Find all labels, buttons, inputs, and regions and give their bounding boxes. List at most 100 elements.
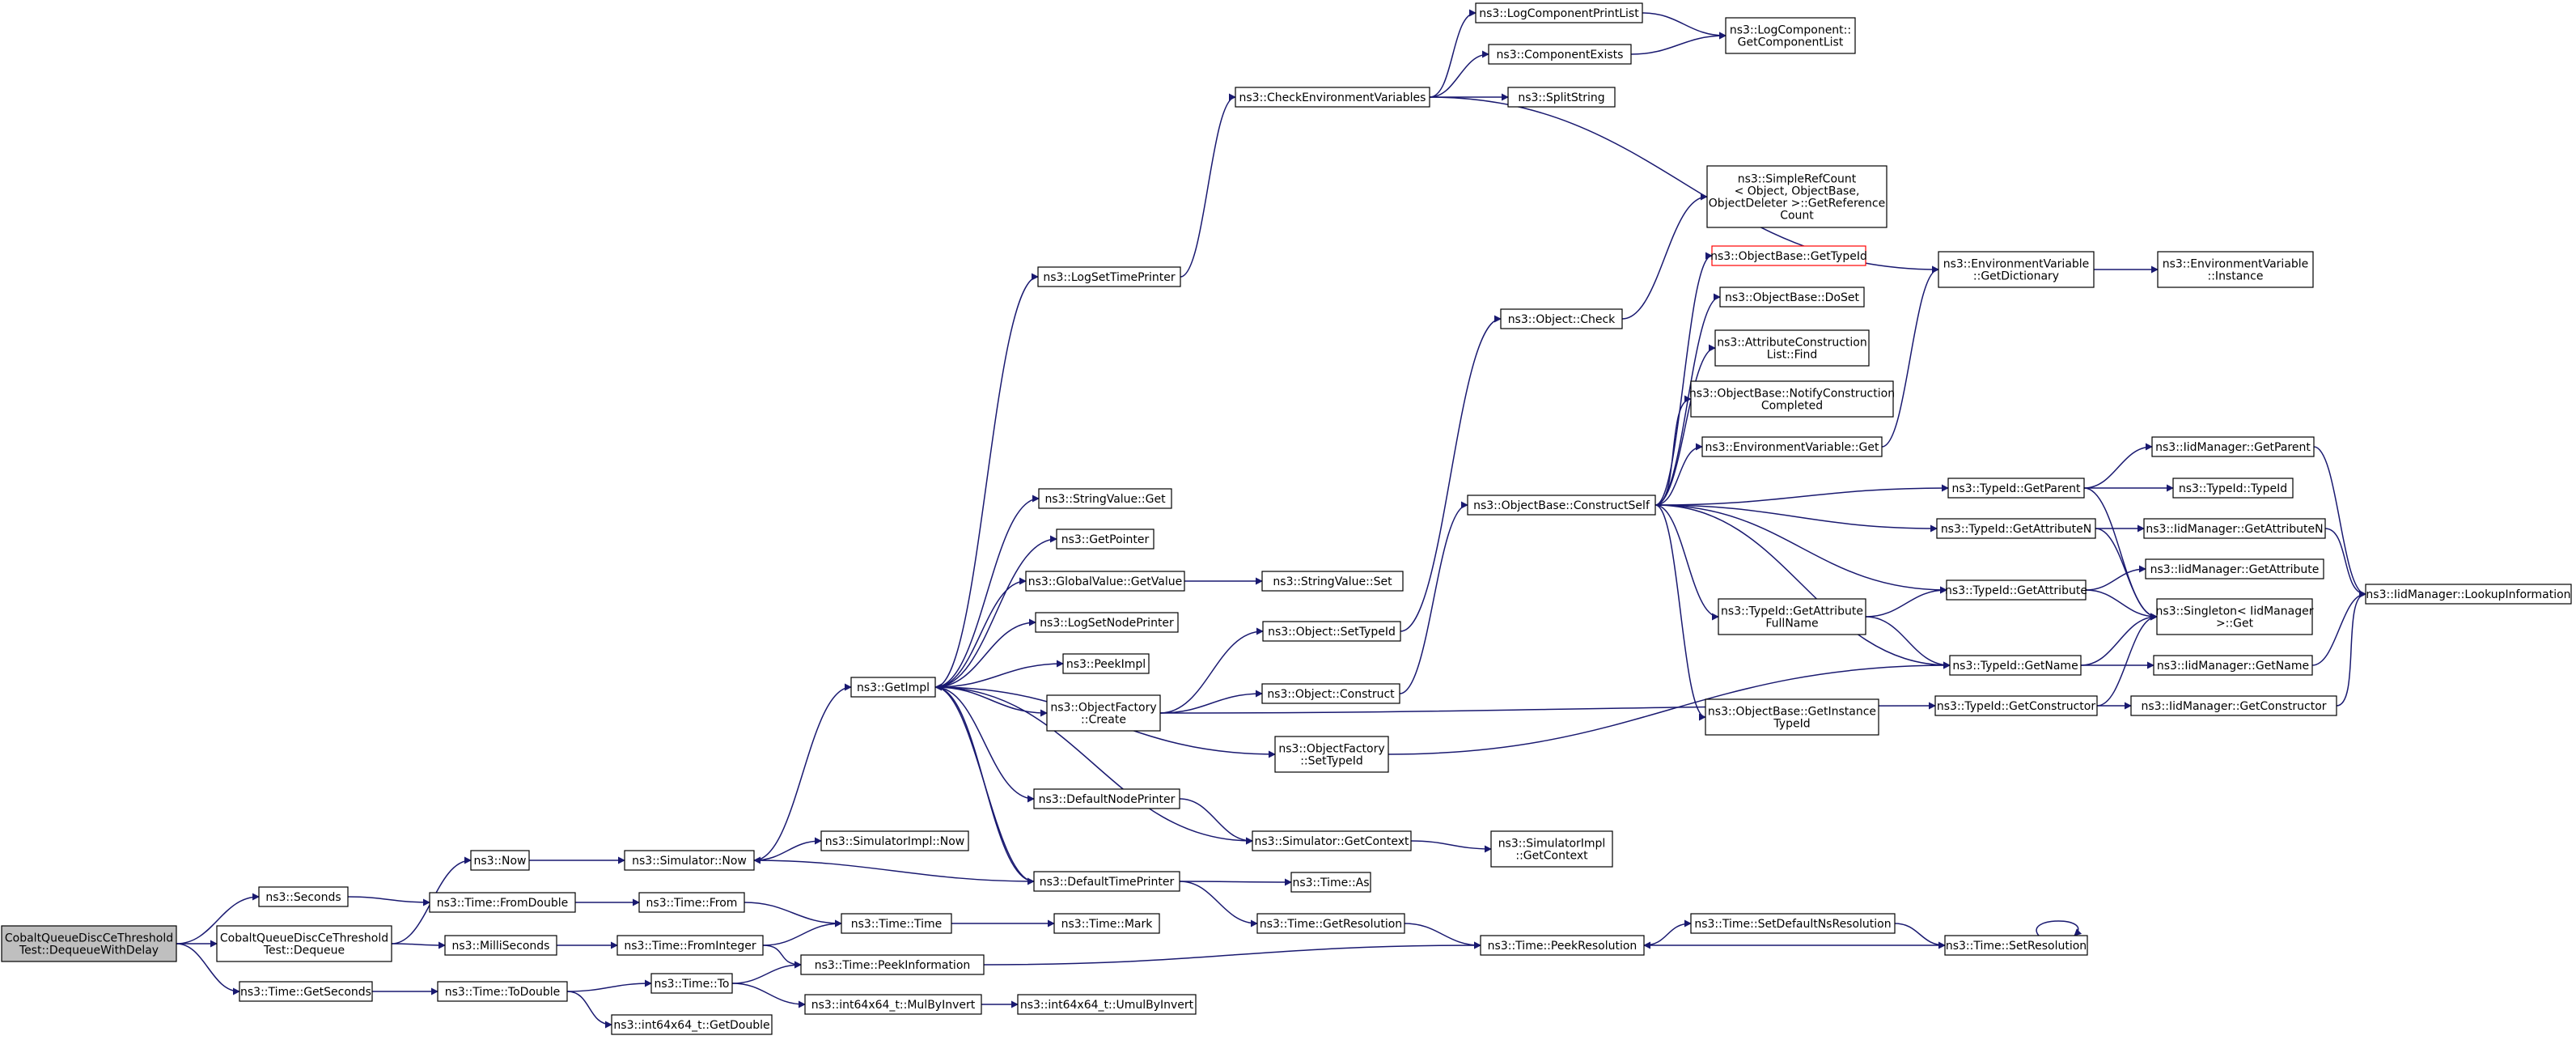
node-frominteger[interactable]: ns3::Time::FromInteger — [616, 935, 764, 956]
node-box — [1262, 621, 1401, 642]
node-box — [2172, 478, 2294, 499]
node-milliseconds[interactable]: ns3::MilliSeconds — [444, 935, 557, 956]
node-peekresolution[interactable]: ns3::Time::PeekResolution — [1480, 935, 1645, 956]
node-defnodeprinter[interactable]: ns3::DefaultNodePrinter — [1033, 788, 1180, 809]
node-getimpl[interactable]: ns3::GetImpl — [850, 677, 936, 698]
node-lookupinfo[interactable]: ns3::IidManager::LookupInformation — [2365, 584, 2572, 605]
node-label: CobaltQueueDiscCeThreshold — [5, 932, 173, 945]
node-logsetnode[interactable]: ns3::LogSetNodePrinter — [1035, 612, 1179, 633]
node-peekinfo[interactable]: ns3::Time::PeekInformation — [800, 954, 985, 975]
node-timetime[interactable]: ns3::Time::Time — [841, 913, 952, 934]
node-deftimeprinter[interactable]: ns3::DefaultTimePrinter — [1033, 871, 1180, 892]
edge-getparent-to-iidgetparent — [2083, 443, 2153, 489]
node-iidgetname[interactable]: ns3::IidManager::GetName — [2153, 655, 2313, 676]
node-simgetcontext[interactable]: ns3::Simulator::GetContext — [1252, 830, 1412, 851]
edge-todouble-to-getdouble — [566, 991, 612, 1029]
node-objcheck[interactable]: ns3::Object::Check — [1500, 308, 1623, 329]
node-doset[interactable]: ns3::ObjectBase::DoSet — [1719, 287, 1865, 308]
edge-timeto-to-mulbyinvert — [731, 983, 806, 1008]
node-iidgetattr[interactable]: ns3::IidManager::GetAttribute — [2145, 558, 2324, 579]
node-envinstance[interactable]: ns3::EnvironmentVariable::Instance — [2157, 251, 2314, 288]
node-getpointer[interactable]: ns3::GetPointer — [1056, 528, 1155, 550]
node-notifyconstr[interactable]: ns3::ObjectBase::NotifyConstructionCompl… — [1689, 380, 1895, 418]
node-envget[interactable]: ns3::EnvironmentVariable::Get — [1701, 436, 1883, 457]
node-simimplnow[interactable]: ns3::SimulatorImpl::Now — [820, 830, 969, 851]
node-logsettime[interactable]: ns3::LogSetTimePrinter — [1037, 266, 1181, 287]
node-objfactsettypeid[interactable]: ns3::ObjectFactory::SetTypeId — [1274, 736, 1389, 773]
node-globalget[interactable]: ns3::GlobalValue::GetValue — [1025, 571, 1185, 592]
node-iidgetconstructor[interactable]: ns3::IidManager::GetConstructor — [2130, 695, 2337, 716]
node-box — [638, 892, 745, 913]
node-label: ns3::TypeId::GetAttribute — [1721, 605, 1863, 618]
node-umulbyinvert[interactable]: ns3::int64x64_t::UmulByInvert — [1017, 994, 1197, 1015]
node-singletonget[interactable]: ns3::Singleton< IidManager>::Get — [2156, 598, 2314, 635]
node-timefrom[interactable]: ns3::Time::From — [638, 892, 745, 913]
node-root[interactable]: CobaltQueueDiscCeThresholdTest::DequeueW… — [1, 925, 177, 962]
node-getname[interactable]: ns3::TypeId::GetName — [1949, 655, 2082, 676]
node-checkenv[interactable]: ns3::CheckEnvironmentVariables — [1235, 87, 1430, 108]
node-stringset[interactable]: ns3::StringValue::Set — [1261, 571, 1404, 592]
edge-getresolution-to-peekresolution — [1404, 923, 1481, 949]
edge-simnow-to-simimplnow — [753, 837, 822, 861]
node-peekimpl[interactable]: ns3::PeekImpl — [1062, 653, 1150, 674]
node-label: ns3::Time::PeekResolution — [1488, 940, 1638, 953]
node-mulbyinvert[interactable]: ns3::int64x64_t::MulByInvert — [804, 994, 982, 1015]
node-timeas[interactable]: ns3::Time::As — [1290, 872, 1371, 893]
node-label: ns3::SplitString — [1518, 91, 1604, 104]
node-objbasegettypeid[interactable]: ns3::ObjectBase::GetTypeId — [1710, 245, 1867, 266]
node-timeto[interactable]: ns3::Time::To — [650, 973, 733, 994]
node-setdefaultns[interactable]: ns3::Time::SetDefaultNsResolution — [1690, 913, 1896, 934]
node-envgetdict[interactable]: ns3::EnvironmentVariable::GetDictionary — [1938, 251, 2095, 288]
node-getresolution[interactable]: ns3::Time::GetResolution — [1256, 913, 1405, 934]
node-label: ns3::Object::Construct — [1267, 688, 1395, 701]
node-constructself[interactable]: ns3::ObjectBase::ConstructSelf — [1467, 495, 1656, 516]
edge-objconstruct-to-constructself — [1399, 501, 1468, 694]
node-getattribute[interactable]: ns3::TypeId::GetAttribute — [1945, 579, 2087, 601]
node-label: ns3::Time::To — [655, 978, 730, 991]
node-getparent[interactable]: ns3::TypeId::GetParent — [1947, 478, 2085, 499]
node-setresolution[interactable]: ns3::Time::SetResolution — [1944, 935, 2088, 956]
edge-defnodeprinter-to-simgetcontext — [1179, 798, 1253, 845]
edge-getname-to-singletonget — [2080, 613, 2158, 666]
node-getattributen[interactable]: ns3::TypeId::GetAttributeN — [1936, 518, 2096, 539]
edge-objsettypeid-to-objcheck — [1400, 315, 1502, 632]
node-getdouble[interactable]: ns3::int64x64_t::GetDouble — [611, 1014, 773, 1035]
node-todouble[interactable]: ns3::Time::ToDouble — [437, 981, 568, 1002]
edge-getconstructor-to-singletonget — [2096, 613, 2158, 707]
node-fromdouble[interactable]: ns3::Time::FromDouble — [429, 892, 576, 913]
edge-deftimeprinter-to-simnow — [753, 856, 1035, 882]
node-now[interactable]: ns3::Now — [470, 850, 530, 871]
node-label: ns3::ComponentExists — [1497, 49, 1624, 62]
node-label: ns3::IidManager::LookupInformation — [2366, 588, 2570, 601]
node-objsettypeid[interactable]: ns3::Object::SetTypeId — [1262, 621, 1401, 642]
node-iidgetattrn[interactable]: ns3::IidManager::GetAttributeN — [2143, 518, 2326, 539]
node-stringget[interactable]: ns3::StringValue::Get — [1038, 488, 1172, 509]
edge-seconds-to-fromdouble — [347, 896, 430, 906]
node-timemark[interactable]: ns3::Time::Mark — [1053, 913, 1160, 934]
node-label: ns3::Time::As — [1292, 877, 1369, 889]
node-objfactcreate[interactable]: ns3::ObjectFactory::Create — [1046, 694, 1161, 732]
node-simnow[interactable]: ns3::Simulator::Now — [624, 850, 755, 871]
node-simplerefcount[interactable]: ns3::SimpleRefCount< Object, ObjectBase,… — [1706, 165, 1888, 228]
node-objconstruct[interactable]: ns3::Object::Construct — [1261, 683, 1400, 704]
node-seconds[interactable]: ns3::Seconds — [258, 886, 349, 907]
node-label: ns3::Singleton< IidManager — [2156, 605, 2314, 618]
node-getconstructor[interactable]: ns3::TypeId::GetConstructor — [1934, 695, 2098, 716]
node-compexists[interactable]: ns3::ComponentExists — [1488, 44, 1632, 65]
node-getseconds[interactable]: ns3::Time::GetSeconds — [239, 981, 373, 1002]
edge-constructself-to-getparent — [1654, 484, 1949, 506]
node-simimplgetcontext[interactable]: ns3::SimulatorImpl::GetContext — [1490, 830, 1613, 868]
node-splitstring[interactable]: ns3::SplitString — [1507, 87, 1616, 108]
node-iidgetparent[interactable]: ns3::IidManager::GetParent — [2151, 436, 2315, 457]
node-box — [1062, 653, 1150, 674]
edge-checkenv-to-compexists — [1429, 50, 1489, 98]
node-box — [1938, 251, 2095, 288]
node-logprintlist[interactable]: ns3::LogComponentPrintList — [1475, 2, 1643, 23]
node-typeidtypeid[interactable]: ns3::TypeId::TypeId — [2172, 478, 2294, 499]
node-getcomplist[interactable]: ns3::LogComponent::GetComponentList — [1725, 17, 1856, 54]
